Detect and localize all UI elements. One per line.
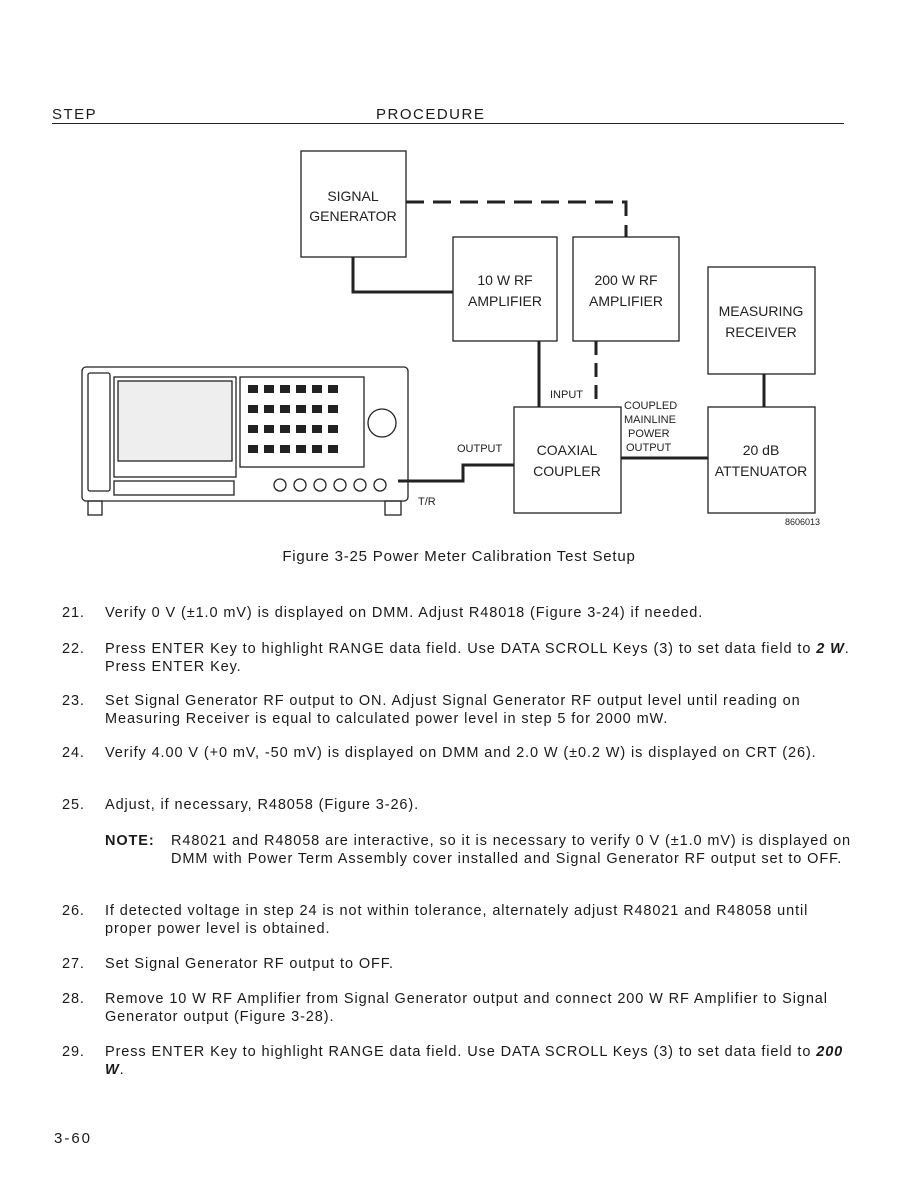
step-text: Press ENTER Key to highlight RANGE data …: [105, 641, 850, 675]
step-number: 29.: [62, 1044, 85, 1060]
step-text: Adjust, if necessary, R48058 (Figure 3-2…: [105, 797, 420, 813]
coupler-label-2: COUPLER: [533, 463, 601, 479]
step-text: Verify 0 V (±1.0 mV) is displayed on DMM…: [105, 605, 704, 621]
step-text: Verify 4.00 V (+0 mV, -50 mV) is display…: [105, 745, 817, 761]
step-text: Set Signal Generator RF output to ON. Ad…: [105, 693, 801, 727]
step-text: Set Signal Generator RF output to OFF.: [105, 956, 394, 972]
step-number: 23.: [62, 693, 85, 709]
step-number: 27.: [62, 956, 85, 972]
attenuator-box: [707, 406, 816, 514]
step-number: 22.: [62, 641, 85, 657]
figure-caption: Figure 3-25 Power Meter Calibration Test…: [282, 548, 636, 565]
tr-label: T/R: [418, 496, 436, 508]
note-label: NOTE:: [105, 833, 155, 849]
page-number: 3-60: [54, 1130, 93, 1147]
amplifier-200w-label-2: AMPLIFIER: [589, 293, 663, 309]
coupler-label-1: COAXIAL: [537, 442, 598, 458]
step-emphasis: 2 W: [816, 641, 845, 657]
signal-generator-label-1: SIGNAL: [327, 188, 379, 204]
signal-generator-box: [300, 150, 407, 258]
amplifier-200w-box: [572, 236, 680, 342]
amplifier-10w-box: [452, 236, 558, 342]
step-text: Press ENTER Key to highlight RANGE data …: [105, 1044, 844, 1078]
amplifier-10w-label-2: AMPLIFIER: [468, 293, 542, 309]
amplifier-10w-label-1: 10 W RF: [477, 272, 532, 288]
measuring-receiver-label-1: MEASURING: [719, 303, 804, 319]
coupled-label-4: OUTPUT: [626, 442, 672, 454]
input-label: INPUT: [550, 389, 583, 401]
coupled-label-2: MAINLINE: [624, 414, 676, 426]
coupled-label-1: COUPLED: [624, 400, 677, 412]
coaxial-coupler-box: [513, 406, 622, 514]
amplifier-200w-label-1: 200 W RF: [594, 272, 657, 288]
measuring-receiver-label-2: RECEIVER: [725, 324, 797, 340]
attenuator-label-1: 20 dB: [743, 442, 780, 458]
attenuator-label-2: ATTENUATOR: [715, 463, 808, 479]
figure-id: 8606013: [785, 517, 820, 527]
step-number: 28.: [62, 991, 85, 1007]
procedure-column-header: PROCEDURE: [376, 106, 486, 123]
step-column-header: STEP: [52, 106, 98, 123]
radio-test-set: [81, 366, 409, 516]
header-rule: [52, 123, 844, 124]
step-text: If detected voltage in step 24 is not wi…: [105, 903, 809, 937]
step-number: 25.: [62, 797, 85, 813]
step-number: 24.: [62, 745, 85, 761]
test-setup-diagram: SIGNAL GENERATOR 10 W RF AMPLIFIER 200 W…: [81, 150, 820, 527]
step-emphasis: 200 W: [105, 1044, 844, 1078]
signal-generator-label-2: GENERATOR: [309, 208, 396, 224]
note-text: R48021 and R48058 are interactive, so it…: [171, 833, 852, 867]
measuring-receiver-box: [707, 266, 816, 375]
coupled-label-3: POWER: [628, 428, 670, 440]
step-text: Remove 10 W RF Amplifier from Signal Gen…: [105, 991, 828, 1025]
step-number: 21.: [62, 605, 85, 621]
output-label: OUTPUT: [457, 443, 503, 455]
step-number: 26.: [62, 903, 85, 919]
